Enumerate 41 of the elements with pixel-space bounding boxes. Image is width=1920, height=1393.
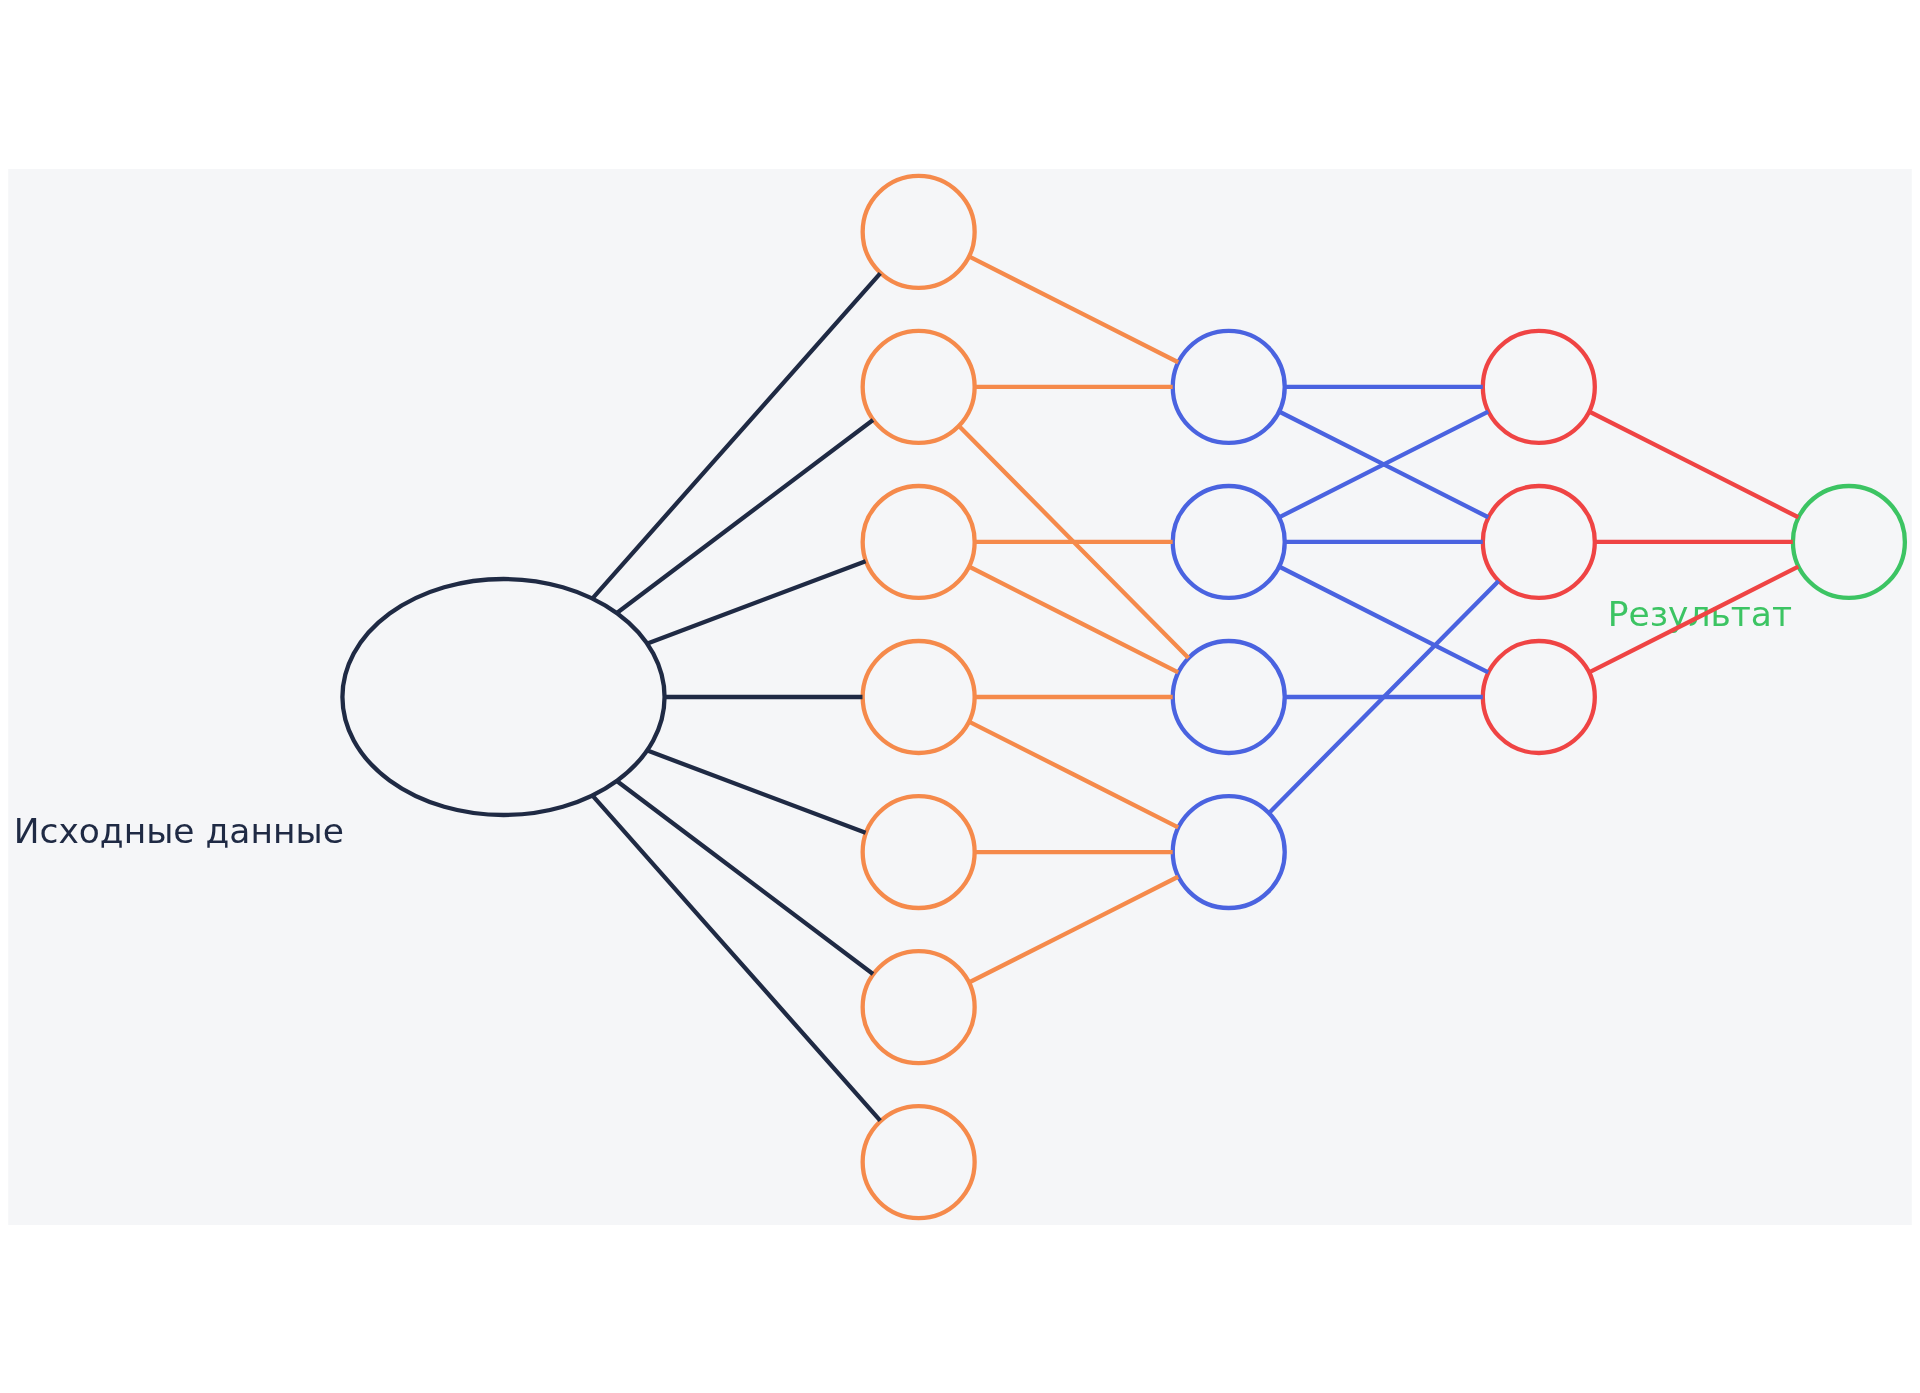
node-circle xyxy=(860,328,977,445)
connector xyxy=(1285,384,1483,389)
node-circle xyxy=(860,948,977,1065)
connector xyxy=(1278,409,1490,519)
node-circle xyxy=(860,793,977,910)
connector xyxy=(590,793,882,1122)
node-circle xyxy=(1480,638,1597,755)
connector xyxy=(1285,539,1483,544)
node-circle xyxy=(860,638,977,755)
connector xyxy=(968,719,1180,829)
node-circle xyxy=(860,1103,977,1220)
connector xyxy=(968,874,1180,984)
connector xyxy=(957,424,1191,660)
connector xyxy=(975,384,1173,389)
node-circle xyxy=(1170,483,1287,600)
node-circle xyxy=(1480,328,1597,445)
connector xyxy=(615,417,875,614)
connector xyxy=(1595,539,1793,544)
connector xyxy=(968,254,1180,364)
connector xyxy=(1267,578,1501,814)
connector xyxy=(590,271,882,600)
connector xyxy=(1278,564,1490,674)
connector xyxy=(646,558,867,645)
node-circle xyxy=(1480,483,1597,600)
connector xyxy=(968,564,1180,674)
connector xyxy=(615,779,875,976)
connector xyxy=(975,694,1173,699)
node-circle xyxy=(1170,638,1287,755)
node-circle xyxy=(1170,793,1287,910)
node-circle xyxy=(1170,328,1287,445)
node-circle xyxy=(860,173,977,290)
connector xyxy=(665,694,863,699)
connector xyxy=(975,849,1173,854)
node-cloud xyxy=(340,576,667,817)
node-label: Исходные данные xyxy=(13,810,344,851)
node-circle xyxy=(860,483,977,600)
connector xyxy=(1285,694,1483,699)
connector xyxy=(1588,409,1800,519)
connector xyxy=(975,539,1173,544)
connector xyxy=(646,748,867,835)
node-circle xyxy=(1790,483,1908,600)
